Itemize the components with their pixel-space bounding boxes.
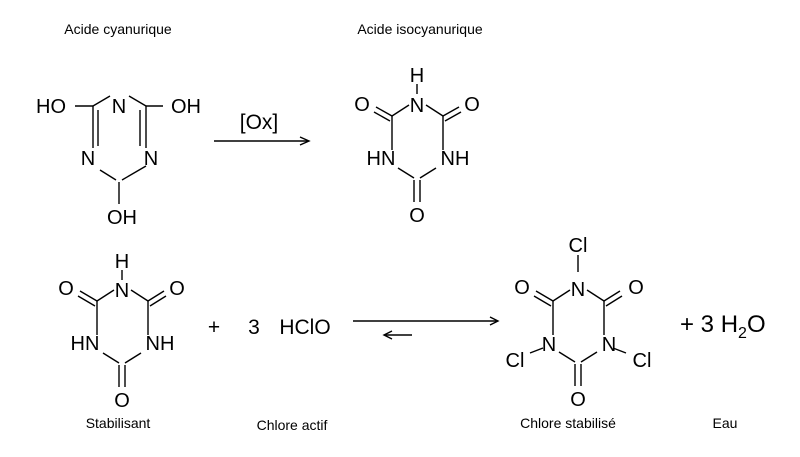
atom-n-right: N xyxy=(144,148,158,170)
atom-o-left: O xyxy=(514,277,530,299)
atom-o-right: O xyxy=(464,94,480,116)
caption-stabilisant: Stabilisant xyxy=(86,415,151,431)
atom-n-top: N xyxy=(410,95,424,117)
water-term: + 3 H2O xyxy=(680,311,766,342)
atom-n-left: N xyxy=(542,334,556,356)
atom-o-bottom: O xyxy=(409,205,425,227)
atom-ho-left: HO xyxy=(36,96,66,118)
caption-isocyanuric-acid: Acide isocyanurique xyxy=(357,21,483,37)
plus-sign: + xyxy=(208,316,220,339)
hclo-formula: HClO xyxy=(279,316,330,339)
hclo-coefficient: 3 xyxy=(248,316,260,339)
water-subscript: 2 xyxy=(738,325,747,342)
atom-n-left: N xyxy=(81,148,95,170)
atom-oh-right: OH xyxy=(171,96,201,118)
atom-o-bottom: O xyxy=(114,390,130,412)
atom-h-top: H xyxy=(115,251,129,273)
atom-nh-right: NH xyxy=(146,333,175,355)
molecule-isocyanuric-acid: H N O O HN NH O xyxy=(354,65,480,227)
molecule-stabilisant: H N O O HN NH O xyxy=(58,251,185,412)
atom-o-left: O xyxy=(58,278,74,300)
water-prefix: + 3 H xyxy=(680,311,738,338)
water-suffix: O xyxy=(747,311,766,338)
atom-hn-left: HN xyxy=(71,333,100,355)
atom-o-bottom: O xyxy=(570,389,586,411)
atom-cl-right: Cl xyxy=(633,350,652,372)
molecule-chlore-stabilise: Cl N O O N N Cl Cl O xyxy=(506,235,652,411)
caption-eau: Eau xyxy=(713,415,738,431)
molecule-cyanuric-acid: N N N HO OH OH xyxy=(36,95,201,229)
atom-cl-top: Cl xyxy=(569,235,588,257)
atom-n-right: N xyxy=(602,334,616,356)
caption-chlore-stabilise: Chlore stabilisé xyxy=(520,415,616,431)
caption-cyanuric-acid: Acide cyanurique xyxy=(64,21,172,37)
atom-n-top: N xyxy=(112,96,126,118)
atom-n-top: N xyxy=(571,279,585,301)
atom-o-right: O xyxy=(169,278,185,300)
atom-h-top: H xyxy=(410,65,424,87)
atom-oh-bottom: OH xyxy=(107,207,137,229)
atom-nh-right: NH xyxy=(441,148,470,170)
reagent-ox: [Ox] xyxy=(240,111,279,134)
atom-o-left: O xyxy=(354,94,370,116)
atom-o-right: O xyxy=(628,277,644,299)
atom-n-top: N xyxy=(115,280,129,302)
reaction-arrow-oxidation: [Ox] xyxy=(214,111,311,146)
atom-hn-left: HN xyxy=(367,148,396,170)
equilibrium-arrows xyxy=(353,316,500,340)
caption-chlore-actif: Chlore actif xyxy=(257,417,328,433)
atom-cl-left: Cl xyxy=(506,350,525,372)
